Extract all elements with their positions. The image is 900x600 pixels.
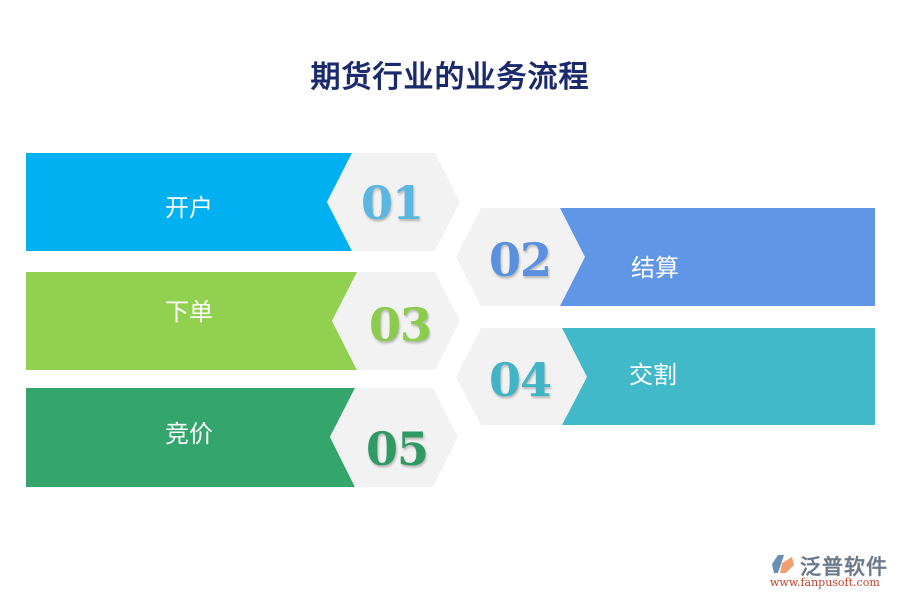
- step-04-number: 04: [489, 353, 552, 407]
- step-05-hexagon: [330, 388, 458, 487]
- logo-icon: [772, 555, 794, 573]
- step-03-bar: [26, 272, 357, 370]
- step-01-number: 01: [361, 176, 424, 230]
- step-04: [456, 328, 875, 425]
- step-03-label: 下单: [165, 298, 213, 326]
- step-04-hexagon: [456, 328, 587, 425]
- step-05-number: 05: [366, 422, 429, 476]
- brand-logo: 泛普软件 www.fanpusoft.com: [770, 551, 895, 591]
- step-02-label: 结算: [631, 254, 679, 282]
- step-02-bar: [560, 208, 875, 306]
- step-02: [456, 208, 875, 306]
- step-05-label: 竞价: [165, 420, 213, 448]
- step-01-bar: [26, 153, 352, 251]
- step-03-number: 03: [369, 298, 432, 352]
- step-03: [26, 272, 460, 370]
- page-title: 期货行业的业务流程: [310, 60, 590, 95]
- step-03-hexagon: [332, 272, 460, 370]
- step-05: [26, 388, 458, 487]
- step-05-bar: [26, 388, 355, 487]
- step-02-hexagon: [456, 208, 585, 306]
- step-04-bar: [562, 328, 875, 425]
- step-01-hexagon: [327, 153, 460, 251]
- logo-name: 泛普软件: [800, 555, 888, 579]
- step-01: [26, 153, 460, 251]
- logo-url: www.fanpusoft.com: [770, 576, 880, 589]
- step-04-label: 交割: [629, 361, 677, 389]
- step-02-number: 02: [489, 233, 552, 287]
- step-01-label: 开户: [165, 194, 213, 222]
